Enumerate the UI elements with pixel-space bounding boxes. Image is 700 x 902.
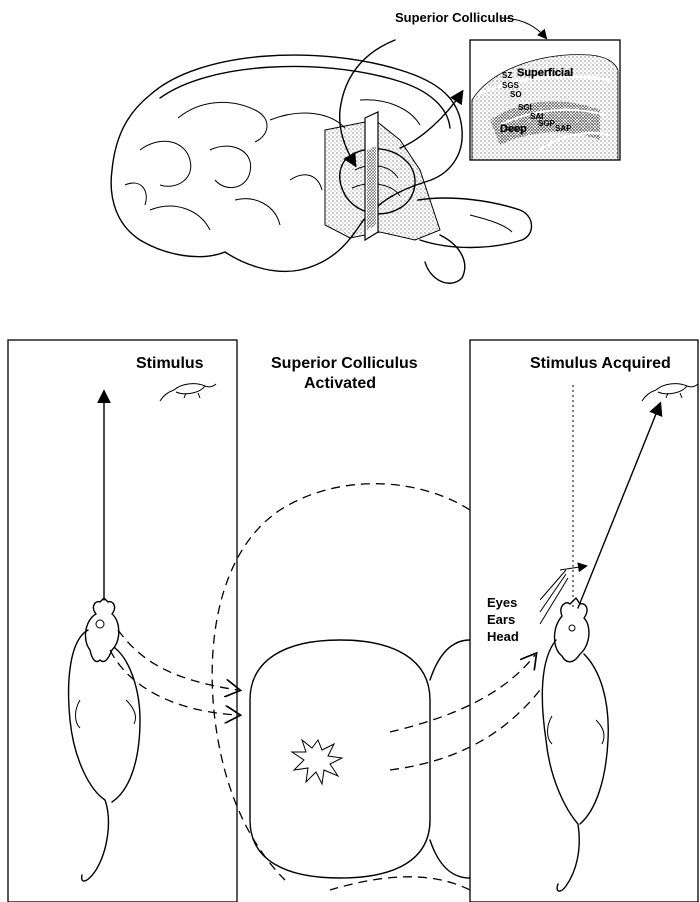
acquired-direction-arrow [578,404,660,608]
stimulus-title: Stimulus [136,355,204,372]
colliculus-lobes [250,640,470,878]
head-label: Head [487,629,519,644]
stimulus-acquired-title: Stimulus Acquired [530,355,671,372]
ears-label: Ears [487,612,515,627]
inset-label-sgi: SGI [518,103,532,112]
colliculus-layers-inset: SZ SGS SO Superficial SGI SAI Deep SGP S… [470,40,620,160]
eyes-label: Eyes [487,595,517,610]
inset-label-sgp: SGP [538,119,556,128]
mouse-acquired-icon [642,384,698,401]
mouse-stimulus-icon [160,384,216,401]
left-stimulus-frame [8,340,237,902]
inset-label-sgs: SGS [502,81,520,90]
superior-colliculus-activated-line2: Activated [304,375,376,392]
inset-label-sz: SZ [502,71,512,80]
superior-colliculus-activated-line1: Superior Colliculus [271,355,418,372]
activation-starburst [292,740,342,784]
inset-label-superficial: Superficial [517,67,573,79]
cat-right-illustration [542,598,608,891]
inset-label-so: SO [510,90,522,99]
inset-label-deep: Deep [500,123,527,135]
superior-colliculus-title: Superior Colliculus [395,10,514,25]
inset-label-sap: SAP [555,124,572,133]
cat-left-illustration [69,598,140,881]
colliculus-field-dashed-circle [212,484,470,880]
